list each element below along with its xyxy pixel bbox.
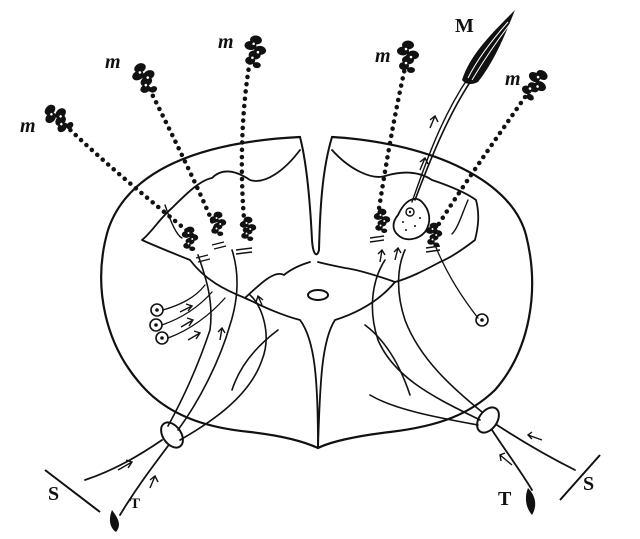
afferent-left-1 (162, 284, 206, 311)
posterior-column-right (317, 281, 396, 449)
motor-axon-M (414, 74, 476, 201)
terminal-left-1 (181, 226, 199, 251)
dorsal-horn-left (231, 329, 279, 391)
spinal-nerve-left-2 (119, 445, 169, 516)
terminal-left-2 (209, 211, 227, 236)
posterior-column-left (244, 297, 319, 449)
ganglion-right (476, 406, 500, 434)
dorsal-horn-right (364, 324, 411, 396)
motor-fibre-m1 (52, 112, 195, 238)
label-M: M (455, 15, 474, 37)
stimulus-line-right (559, 454, 601, 501)
dorsal-root-right-b (371, 259, 481, 421)
motor-fibre-m5 (432, 87, 533, 233)
dorsal-root-left-b (177, 249, 238, 431)
end-plate-left-3 (155, 331, 169, 345)
grey-matter-left (141, 149, 311, 299)
sensory-ending-right (525, 488, 536, 515)
afferent-left-2 (161, 291, 213, 326)
motor-fibre-m2 (137, 67, 218, 231)
label-m5: m (505, 68, 521, 90)
grey-matter-notch-right (451, 199, 469, 235)
motor-fibre-m3 (239, 47, 255, 233)
dorsal-root-left-c (179, 294, 267, 441)
muscle-m2 (128, 59, 162, 99)
terminal-left-3 (239, 216, 257, 241)
label-m4: m (375, 45, 391, 67)
afferent-left-3 (167, 297, 226, 339)
motor-cell-body (392, 198, 431, 241)
label-m1: m (20, 115, 36, 137)
synapse-marks (195, 235, 441, 263)
ganglion-left (160, 421, 184, 449)
muscle-m5 (516, 65, 554, 105)
dorsal-root-right-c (369, 394, 479, 426)
stimulus-line-left (44, 469, 101, 513)
motor-axon-M-2 (411, 77, 469, 203)
spinal-nerve-right-2 (491, 429, 533, 491)
terminal-right-1 (373, 208, 391, 233)
end-plate-left-2 (149, 318, 163, 332)
label-S-left: S (48, 483, 59, 505)
grey-matter-right (317, 149, 480, 283)
grey-matter-notch-left (164, 204, 183, 239)
label-m2: m (105, 51, 121, 73)
dorsal-root-left-a (167, 254, 212, 427)
label-S-right: S (583, 473, 594, 495)
efferent-right-line (434, 244, 479, 319)
motor-cell-nucleus (405, 207, 415, 217)
dorsal-root-right-a (397, 249, 483, 413)
label-T-right: T (498, 488, 512, 510)
label-T-left: T (130, 496, 140, 512)
spinal-nerve-left (84, 439, 163, 481)
label-m3: m (218, 31, 234, 53)
motor-fibre-m4 (375, 52, 411, 218)
end-plate-left-1 (150, 303, 164, 317)
end-plate-right (475, 313, 489, 327)
direction-arrows (117, 114, 543, 489)
central-canal (307, 289, 329, 301)
muscle-m3 (242, 34, 268, 69)
anterior-median-fissure (299, 136, 333, 256)
spinal-nerve-right (496, 424, 576, 471)
muscle-m4 (397, 40, 419, 73)
sensory-ending-left (109, 510, 119, 532)
